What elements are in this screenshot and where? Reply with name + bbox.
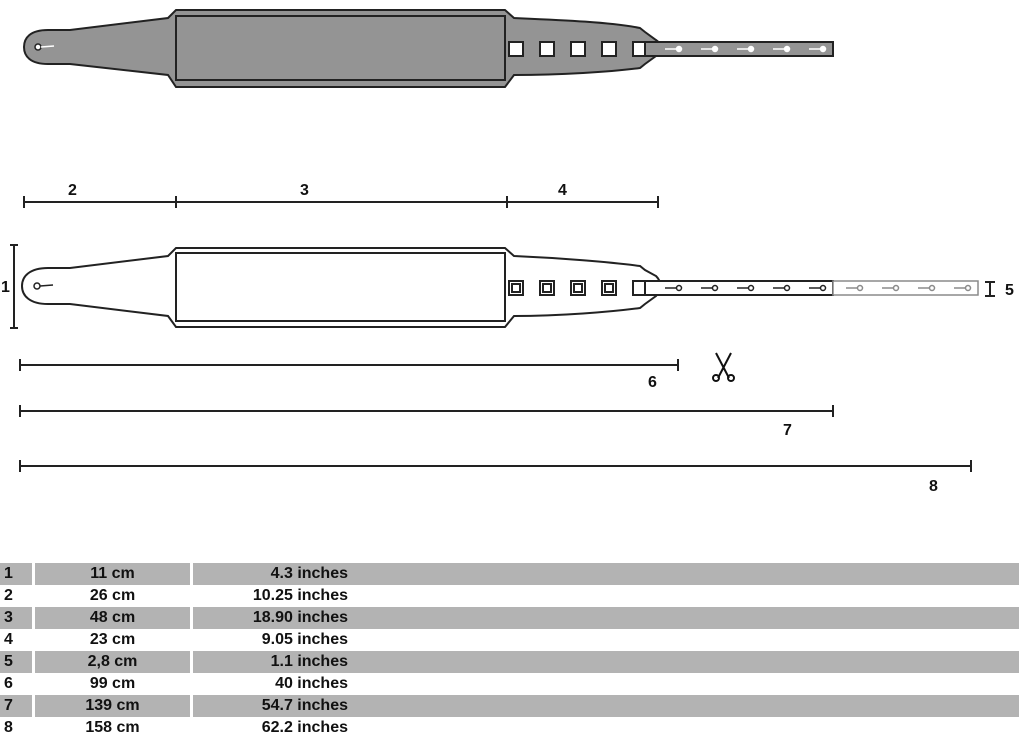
row-cm: 11 cm [33,563,193,585]
row-inches: 4.3 inches [191,563,348,585]
row-id: 6 [0,673,35,695]
strap-bottom-view [20,247,979,328]
row-filler [348,563,1019,585]
row-filler [348,651,1019,673]
row-filler [348,717,1019,739]
row-cm: 23 cm [33,629,193,651]
row-filler [348,695,1019,717]
strap-bottom-pad [175,252,506,322]
dimension-label-5: 5 [1005,282,1014,299]
dimension-label-4: 4 [558,182,567,199]
dimension-label-6: 6 [648,374,657,391]
dimension-label-2: 2 [68,182,77,199]
strap-top-slots [508,41,648,57]
dimension-5 [985,281,995,297]
row-id: 1 [0,563,35,585]
strap-top-pad [175,15,506,81]
strap-bottom-tongue-holes [665,284,827,292]
row-cm: 99 cm [33,673,193,695]
dimension-label-3: 3 [300,182,309,199]
strap-bottom-end-hole [33,282,41,290]
row-cm: 139 cm [33,695,193,717]
row-cm: 48 cm [33,607,193,629]
row-id: 5 [0,651,35,673]
dimension-label-8: 8 [929,478,938,495]
row-filler [348,629,1019,651]
row-id: 3 [0,607,35,629]
row-cm: 26 cm [33,585,193,607]
scissors-icon [712,352,735,382]
row-inches: 18.90 inches [191,607,348,629]
row-inches: 1.1 inches [191,651,348,673]
row-inches: 54.7 inches [191,695,348,717]
dimension-label-1: 1 [1,279,10,296]
row-filler [348,607,1019,629]
strap-bottom-slots [508,280,648,296]
row-inches: 40 inches [275,675,348,692]
row-filler [348,673,1019,695]
strap-top-end-slit [40,45,55,48]
dimension-label-7: 7 [783,422,792,439]
strap-top-end-hole [34,43,42,51]
dimension-8 [19,460,972,472]
row-filler [348,585,1019,607]
dimension-1 [10,244,18,329]
dimension-6 [19,359,679,371]
strap-top-tongue-holes [665,45,827,53]
strap-diagram: 2 3 4 1 [1,9,1014,495]
row-cm: 2,8 cm [33,651,193,673]
row-inches: 10.25 inches [252,587,348,604]
row-cm: 158 cm [33,717,193,739]
strap-bottom-extension [832,280,979,296]
strap-extension-holes [846,284,972,292]
row-inches: 62.2 inches [261,719,348,736]
strap-top-view [22,9,834,88]
row-id: 2 [0,585,35,607]
row-id: 8 [0,717,35,739]
dimension-7 [19,405,834,417]
row-id: 4 [0,629,35,651]
strap-bottom-end-slit [39,284,54,287]
row-id: 7 [0,695,35,717]
dimension-2-3-4 [23,196,659,208]
row-inches: 9.05 inches [261,631,348,648]
